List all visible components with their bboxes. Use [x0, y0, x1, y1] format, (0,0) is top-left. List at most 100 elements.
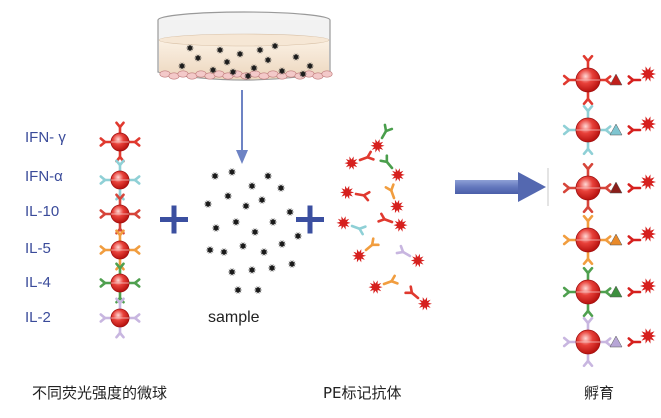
pe-antibody: [404, 285, 420, 300]
capture-bead: [110, 240, 130, 260]
bead-antibody-top: [115, 229, 125, 244]
dish-particle: [306, 62, 314, 70]
dish-particle: [244, 72, 252, 80]
pe-fluorophore: [352, 249, 367, 263]
complex-antibody-left: [562, 74, 579, 86]
complex-antibody-right: [597, 287, 612, 297]
sample-particle: [267, 264, 277, 272]
complex-antibody-top: [582, 54, 594, 71]
capture-bead: [110, 132, 130, 152]
sample-particle: [285, 208, 295, 216]
complex-antibody-right: [597, 183, 612, 193]
pe-antibody-conjugate: [370, 123, 394, 153]
dish-cell: [321, 70, 333, 78]
sample-particle: [211, 224, 221, 232]
bead-antibody-right: [126, 278, 141, 288]
bead-label-ifn-gamma: IFN- γ: [25, 129, 66, 146]
detection-antibody: [627, 337, 642, 347]
detection-antibody: [627, 235, 642, 245]
complex-antibody-top: [582, 214, 594, 231]
dish-particle: [299, 70, 307, 78]
complex-antibody-bottom: [582, 351, 594, 368]
bead-label-il-2: IL-2: [25, 309, 51, 326]
sample-particle: [287, 260, 297, 268]
pe-fluorophore: [344, 156, 359, 170]
bead-antibody-right: [126, 313, 141, 323]
complex-antibody-right: [597, 125, 612, 135]
cytokine-triangle: [609, 123, 623, 136]
bead-complex: [562, 266, 656, 318]
bead-complex: [562, 316, 656, 368]
complex-antibody-bottom: [582, 89, 594, 106]
complex-pe-fluorophore: [640, 174, 656, 190]
pe-antibody-conjugate: [352, 237, 380, 263]
pe-antibody-conjugate: [384, 183, 405, 214]
bead-antibody-right: [126, 175, 141, 185]
incubation-arrow: [455, 172, 546, 202]
detection-antibody: [627, 75, 642, 85]
dish-particle: [194, 54, 202, 62]
pe-fluorophore: [368, 280, 383, 294]
sample-particle: [227, 168, 237, 176]
sample-particle: [257, 196, 267, 204]
sample-particle: [227, 268, 237, 276]
bead-column: [99, 121, 141, 339]
sample-particle: [203, 200, 213, 208]
complex-pe-fluorophore: [640, 226, 656, 242]
dish-particle: [223, 58, 231, 66]
dish-particle: [278, 67, 286, 75]
pe-antibody-conjugate: [395, 244, 425, 268]
dish-particle: [256, 46, 264, 54]
bead-antibody-top: [115, 121, 125, 136]
capture-bead: [110, 170, 130, 190]
capture-bead: [110, 308, 130, 328]
incubated-complex-column: [562, 54, 656, 368]
complex-antibody-bottom: [582, 249, 594, 266]
sample-particle: [231, 218, 241, 226]
pe-antibody: [350, 224, 367, 236]
complex-antibody-left: [562, 234, 579, 246]
bead-label-ifn-alpha: IFN-α: [25, 168, 63, 185]
bead-antibody-left: [99, 137, 114, 147]
cytokine-triangle: [609, 285, 623, 298]
caption-beads: 不同荧光强度的微球: [32, 384, 168, 402]
sample-particle: [219, 248, 229, 256]
dish-particle: [209, 66, 217, 74]
pe-antibody: [380, 123, 394, 140]
complex-antibody-right: [597, 235, 612, 245]
complex-antibody-top: [582, 162, 594, 179]
complex-antibody-top: [582, 104, 594, 121]
pe-fluorophore: [393, 218, 408, 232]
sample-particle: [293, 232, 303, 240]
pe-fluorophore: [390, 168, 405, 182]
complex-bead: [575, 279, 601, 305]
complex-antibody-bottom: [582, 301, 594, 318]
dish-particle: [292, 53, 300, 61]
dish-particle: [236, 50, 244, 58]
sample-label: sample: [208, 309, 260, 326]
bead-antibody-right: [126, 245, 141, 255]
cytokine-triangle: [609, 335, 623, 348]
sample-particle: [277, 240, 287, 248]
bead-antibody-right: [126, 137, 141, 147]
plus-sign-right: [296, 205, 324, 234]
sample-particles: [203, 168, 303, 294]
caption-incubate: 孵育: [584, 384, 615, 402]
sample-particle: [247, 182, 257, 190]
sample-particle: [276, 184, 286, 192]
sample-particle: [247, 266, 257, 274]
pe-fluorophore: [390, 199, 405, 214]
pe-antibody-conjugate: [336, 216, 367, 236]
detection-antibody: [627, 125, 642, 135]
bead-complex: [562, 104, 656, 156]
caption-pe-antibody: PE标记抗体: [323, 384, 402, 402]
complex-bead: [575, 67, 601, 93]
bead-antibody-right: [126, 209, 141, 219]
pe-fluorophore: [336, 216, 351, 230]
bead-label-il-4: IL-4: [25, 274, 51, 291]
detection-antibody: [627, 287, 642, 297]
complex-antibody-bottom: [582, 139, 594, 156]
petri-dish: [157, 11, 333, 81]
complex-pe-fluorophore: [640, 66, 656, 82]
